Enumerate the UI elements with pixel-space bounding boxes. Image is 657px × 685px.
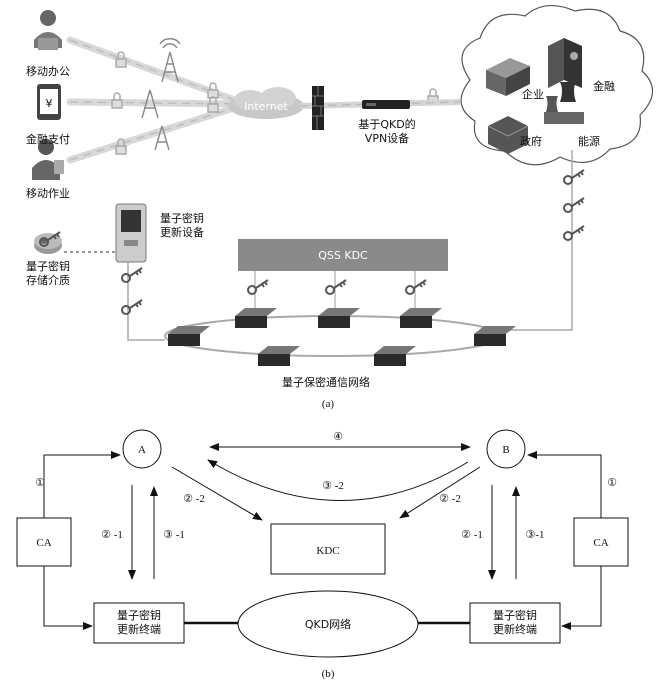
label-terminal-left-1: 量子密钥 (117, 608, 161, 622)
node-b (486, 429, 526, 469)
label-node-a: A (138, 444, 146, 456)
government-building-icon (487, 116, 529, 154)
vpn-device-icon (362, 100, 410, 109)
label-qss-kdc: QSS KDC (318, 249, 368, 262)
label-key-storage-1: 量子密钥 (26, 259, 70, 273)
label-mobile-office: 移动办公 (26, 65, 70, 78)
label-qkd-network: QKD网络 (305, 617, 351, 631)
label-vpn-2: VPN设备 (365, 131, 409, 145)
arrow-ca-left-to-terminal (43, 566, 93, 630)
label-terminal-right-2: 更新终端 (493, 622, 537, 636)
caption-b: (b) (322, 668, 335, 680)
firewall-icon (312, 86, 324, 130)
arrow-ca-right-to-terminal (561, 566, 602, 630)
label-enterprise: 企业 (522, 87, 544, 101)
qss-kdc-box (238, 239, 448, 271)
label-finance: 金融 (593, 79, 615, 93)
enterprise-building-icon (486, 58, 530, 96)
arrow-arc-b-to-a (207, 459, 469, 501)
step-a-kdc: ② -2 (183, 493, 205, 505)
step-b-down: ② -1 (461, 529, 483, 541)
key-icon (39, 169, 585, 315)
node-a (122, 429, 162, 469)
step-b-kdc: ② -2 (439, 493, 461, 505)
wireless-beams (66, 36, 244, 164)
panel-a: ¥ 移动办公 金融支付 移动作业 量子密钥 存储介质 量子密钥 更新设备 (26, 5, 654, 410)
step-top: ④ (333, 431, 343, 443)
server-icon (168, 308, 516, 366)
step-ca-left: ① (35, 477, 45, 489)
key-updater-icon (115, 203, 147, 263)
step-ca-right: ① (607, 477, 617, 489)
label-node-b: B (502, 444, 509, 456)
label-quantum-network: 量子保密通信网络 (282, 375, 370, 389)
label-financial-payment: 金融支付 (26, 132, 70, 146)
kdc-server-links (254, 271, 416, 312)
panel-b (16, 429, 629, 658)
step-b-up: ③-1 (525, 529, 544, 541)
left-network-link (127, 262, 165, 341)
phone-icon: ¥ (37, 84, 61, 120)
label-government: 政府 (520, 134, 542, 148)
label-ca-left: CA (36, 537, 51, 549)
step-a-down: ② -1 (101, 529, 123, 541)
caption-a: (a) (322, 398, 335, 410)
label-mobile-work: 移动作业 (26, 187, 70, 200)
panel-b-labels: A B CA CA KDC QKD网络 量子密钥 更新终端 量子密钥 更新终端 … (35, 431, 617, 680)
cell-tower-icon (141, 38, 181, 151)
arrow-ca-left-to-a (43, 451, 121, 518)
right-network-link (500, 150, 573, 331)
kdc-box (270, 523, 386, 575)
label-terminal-right-1: 量子密钥 (493, 608, 537, 622)
step-arc: ③ -2 (322, 480, 344, 492)
label-key-updater-1: 量子密钥 (160, 211, 204, 225)
phone-yen-symbol: ¥ (46, 97, 53, 110)
person-laptop-icon (34, 10, 62, 50)
label-kdc: KDC (316, 545, 339, 557)
energy-plant-icon (544, 82, 584, 124)
arrow-ca-right-to-b (527, 451, 602, 518)
internet-cloud-icon (228, 87, 304, 119)
arrow-a-to-kdc (171, 466, 263, 521)
label-key-updater-2: 更新设备 (160, 225, 204, 239)
arrow-b-to-kdc (399, 466, 481, 519)
label-internet: Internet (244, 100, 288, 113)
label-energy: 能源 (578, 134, 600, 148)
label-terminal-left-2: 更新终端 (117, 622, 161, 636)
label-vpn-1: 基于QKD的 (358, 117, 415, 131)
worker-icon (32, 139, 64, 180)
label-key-storage-2: 存储介质 (26, 273, 70, 287)
label-ca-right: CA (593, 537, 608, 549)
finance-building-icon (548, 38, 582, 88)
step-a-up: ③ -1 (163, 529, 185, 541)
